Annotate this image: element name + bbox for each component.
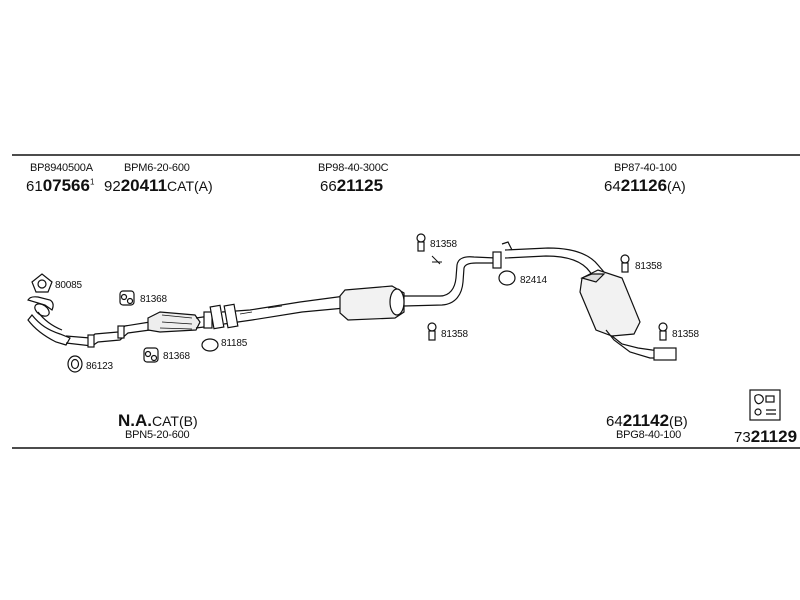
- gasket-ring-icon: [31, 273, 53, 293]
- part-suffix: CAT(B): [152, 413, 198, 429]
- mounting-kit-icon: [749, 389, 781, 421]
- part-number-6621125: 6621125: [320, 177, 383, 195]
- bolt-clamp-icon: [416, 233, 426, 252]
- centre-silencer: [339, 251, 502, 321]
- part-number-6421126: 6421126(A): [604, 177, 686, 195]
- part-number-9220411: 9220411CAT(A): [104, 177, 213, 195]
- part-sup: 1: [89, 177, 95, 187]
- part-suffix: (B): [669, 413, 688, 429]
- part-main: 21125: [336, 176, 384, 195]
- middle-pipe: [209, 295, 346, 330]
- callout-81358-c: 81358: [635, 261, 662, 272]
- part-main: 21142: [622, 411, 670, 430]
- code-bp87-40-100: BP87-40-100: [614, 162, 677, 174]
- bolt-clamp-icon: [620, 254, 630, 273]
- code-bp98-40-300c: BP98-40-300C: [318, 162, 389, 174]
- part-prefix: 92: [104, 178, 121, 195]
- part-na-cat-b: N.A.CAT(B): [118, 412, 198, 430]
- gasket-ring-icon: [67, 355, 83, 373]
- code-bpm6-20-600: BPM6-20-600: [124, 162, 190, 174]
- na-label: N.A.: [118, 411, 152, 430]
- rubber-hanger-icon: [119, 290, 135, 306]
- gasket-ring-icon: [498, 270, 516, 286]
- part-number-6107566: 61075661: [26, 177, 94, 195]
- gasket-ring-icon: [201, 338, 219, 352]
- part-number-6421142: 6421142(B): [606, 412, 688, 430]
- part-main: 21129: [750, 427, 798, 446]
- bolt-clamp-icon: [658, 322, 668, 341]
- part-prefix: 73: [734, 429, 751, 446]
- callout-81185: 81185: [221, 338, 248, 349]
- code-bp8940500a: BP8940500A: [30, 162, 93, 174]
- rubber-hanger-icon: [143, 347, 159, 363]
- part-prefix: 64: [604, 178, 621, 195]
- part-prefix: 61: [26, 178, 43, 195]
- part-prefix: 64: [606, 413, 623, 430]
- callout-80085: 80085: [55, 280, 82, 291]
- part-suffix: (A): [667, 178, 686, 194]
- callout-81358-b: 81358: [441, 329, 468, 340]
- callout-81368-b: 81368: [163, 351, 190, 362]
- part-main: 20411: [120, 176, 168, 195]
- part-prefix: 66: [320, 178, 337, 195]
- callout-86123: 86123: [86, 361, 113, 372]
- bolt-clamp-icon: [427, 322, 437, 341]
- code-bpn5-20-600: BPN5-20-600: [125, 429, 190, 441]
- rear-silencer: [501, 241, 677, 361]
- part-number-7321129: 7321129: [734, 428, 797, 446]
- callout-82414: 82414: [520, 275, 547, 286]
- part-main: 21126: [620, 176, 668, 195]
- callout-81358-a: 81358: [430, 239, 457, 250]
- code-bpg8-40-100: BPG8-40-100: [616, 429, 682, 441]
- callout-81358-d: 81358: [672, 329, 699, 340]
- catalytic-converter: [147, 311, 213, 333]
- part-suffix: CAT(A): [167, 178, 213, 194]
- front-pipe: [27, 296, 151, 348]
- callout-81368-a: 81368: [140, 294, 167, 305]
- part-main: 07566: [42, 176, 90, 195]
